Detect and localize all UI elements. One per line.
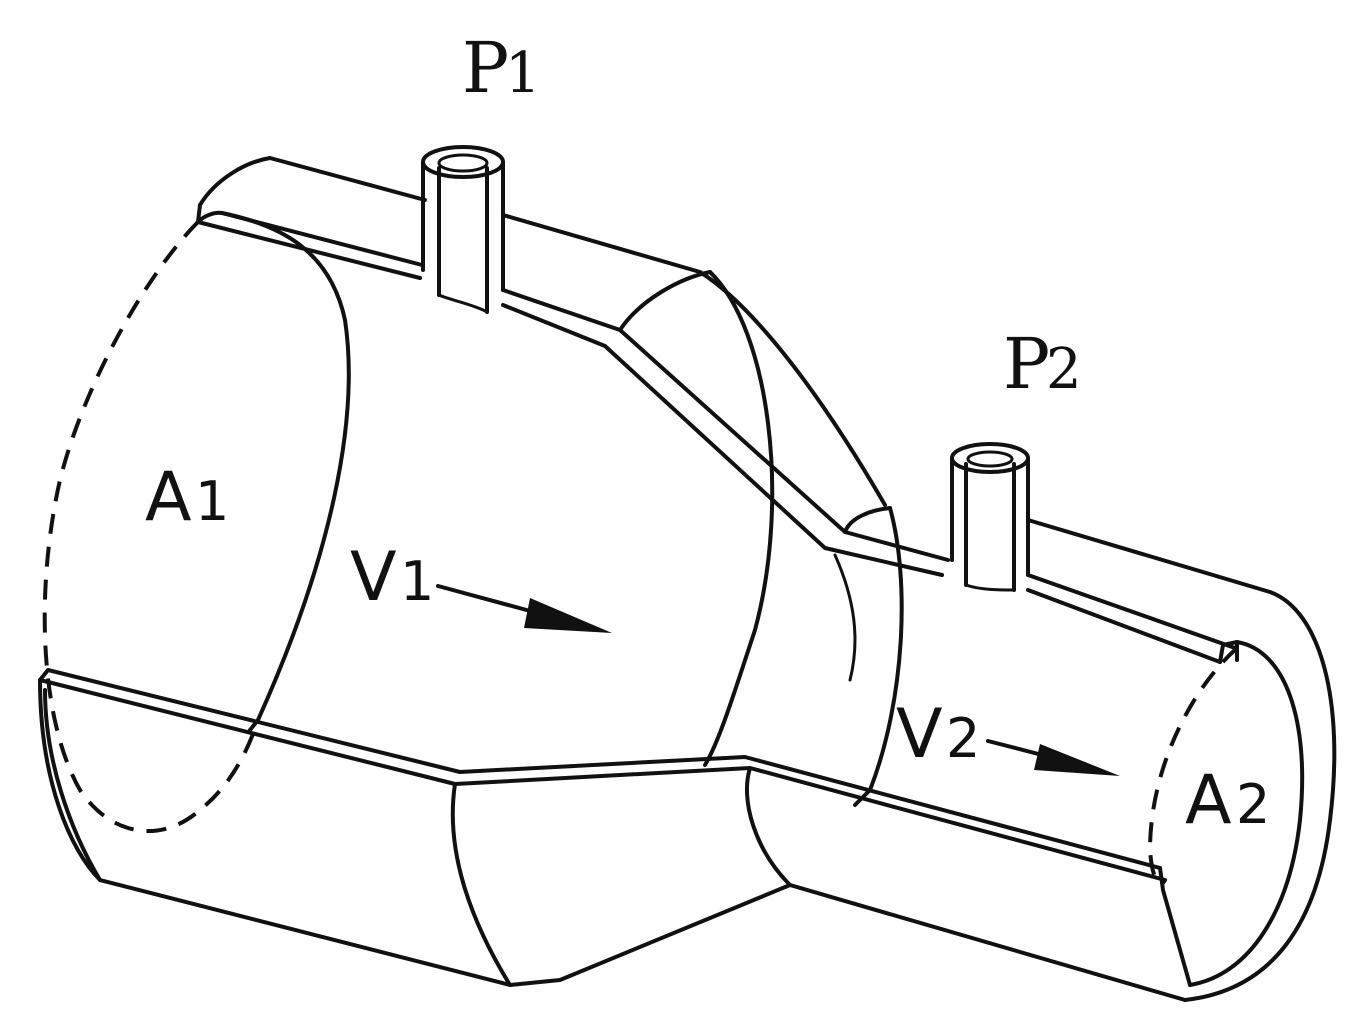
bottom-diverging-curve xyxy=(745,766,792,887)
label-v1: V 1 xyxy=(350,538,434,617)
converging-cone-outline xyxy=(618,270,712,332)
label-v2-main: V xyxy=(896,695,943,774)
p2-tap-walls xyxy=(950,456,1030,592)
p2-tap-top xyxy=(950,442,1030,474)
outlet-top-outer xyxy=(1026,518,1272,594)
v1-arrow-head xyxy=(524,598,612,633)
label-a2: A 2 xyxy=(1185,761,1270,840)
outlet-outer-ring xyxy=(1183,590,1337,1002)
label-v1-main: V xyxy=(350,538,397,617)
label-p1: P 1 xyxy=(462,27,541,109)
label-a1: A 1 xyxy=(145,458,229,537)
outlet-top-ring-notch xyxy=(1218,640,1239,664)
section-curve-throat xyxy=(853,506,904,807)
p1-tap-base xyxy=(437,293,489,314)
p2-tap-base xyxy=(964,583,1016,592)
section-curve-converging xyxy=(703,270,775,767)
label-a2-sub: 2 xyxy=(1236,773,1270,836)
label-a1-main: A xyxy=(145,458,192,537)
label-v2: V 2 xyxy=(896,695,980,774)
outlet-dashed-ring xyxy=(1147,646,1239,886)
label-v2-sub: 2 xyxy=(946,707,980,770)
label-p1-sub: 1 xyxy=(505,41,541,106)
label-p1-main: P xyxy=(462,27,509,109)
p1-tap-bore xyxy=(437,153,489,173)
label-p2-main: P xyxy=(1003,323,1050,405)
throat-top-curve xyxy=(843,506,892,534)
label-v1-sub: 1 xyxy=(400,550,434,613)
section-curve-pre-throat xyxy=(833,553,857,682)
label-p2: P 2 xyxy=(1003,323,1082,405)
p1-tap-walls xyxy=(421,160,505,314)
outlet-bottom-notch xyxy=(1158,866,1192,987)
top-wall-inner2 xyxy=(196,210,424,267)
v1-arrow-shaft xyxy=(436,584,547,617)
outlet-top-inner xyxy=(1026,573,1237,664)
label-a1-sub: 1 xyxy=(195,470,229,533)
outlet-inner-ring xyxy=(1188,640,1305,987)
top-wall-mid-inner2 xyxy=(501,303,944,577)
label-p2-sub: 2 xyxy=(1046,337,1082,402)
inlet-leading-curve xyxy=(43,688,102,882)
top-wall-outer xyxy=(198,156,427,207)
inlet-dashed-outline xyxy=(42,220,260,833)
inlet-inner-curve xyxy=(220,211,351,732)
p2-tap-bore xyxy=(966,450,1014,468)
bottom-wall-band xyxy=(38,668,1167,882)
top-wall-mid-outer xyxy=(501,213,887,507)
v2-arrow-head xyxy=(1034,744,1120,776)
bottom-converging-curve xyxy=(450,782,512,987)
label-a2-main: A xyxy=(1185,761,1232,840)
bottom-outer-contour xyxy=(38,678,1187,1002)
